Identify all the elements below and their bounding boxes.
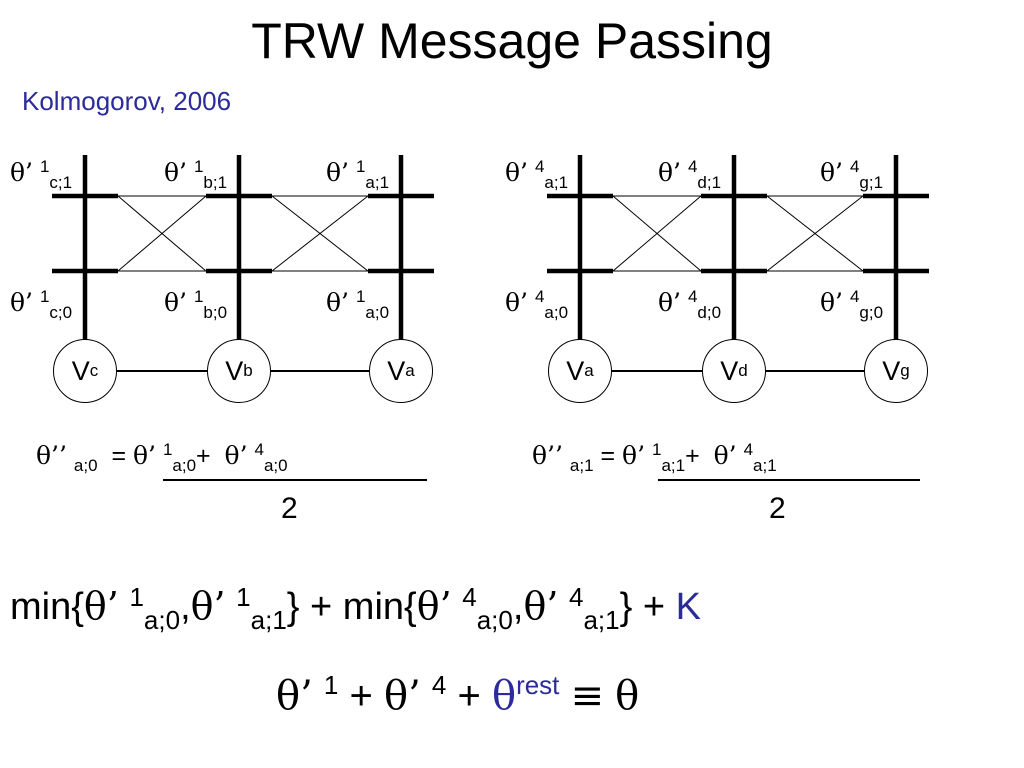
label-left-bottom-c: θ’ 1c;0 bbox=[10, 287, 73, 322]
min-expression: min{θ’ 1a;0,θ’ 1a;1} + min{θ’ 4a;0,θ’ 4a… bbox=[10, 582, 701, 635]
constant-k: K bbox=[675, 586, 701, 628]
label-left-top-a: θ’ 1a;1 bbox=[326, 157, 390, 192]
equation-right: θ’’ a;1 = θ’ 1a;1+ θ’ 4a;1 bbox=[532, 440, 777, 475]
tree-left-graph bbox=[52, 155, 434, 372]
equation-left: θ’’ a;0 = θ’ 1a;0+ θ’ 4a;0 bbox=[36, 440, 288, 475]
label-right-top-a: θ’ 4a;1 bbox=[505, 157, 569, 192]
label-right-bottom-d: θ’ 4d;0 bbox=[658, 287, 722, 322]
tree-left-graph-line-5 bbox=[271, 195, 369, 272]
label-right-bottom-a: θ’ 4a;0 bbox=[505, 287, 569, 322]
tree-right-graph-line-5 bbox=[766, 195, 864, 272]
final-expression: θ’ 1 + θ’ 4 + θrest ≡ θ bbox=[276, 670, 640, 719]
label-left-top-c: θ’ 1c;1 bbox=[10, 157, 73, 192]
slide-title: TRW Message Passing bbox=[251, 13, 773, 69]
fraction-bar-left bbox=[163, 479, 427, 481]
tree-right-graph bbox=[547, 155, 929, 372]
denominator-left: 2 bbox=[281, 492, 298, 525]
label-right-top-d: θ’ 4d;1 bbox=[658, 157, 722, 192]
fraction-bar-right bbox=[658, 479, 920, 481]
label-right-top-g: θ’ 4g;1 bbox=[820, 157, 884, 192]
label-left-bottom-b: θ’ 1b;0 bbox=[164, 287, 228, 322]
label-left-top-b: θ’ 1b;1 bbox=[164, 157, 228, 192]
denominator-right: 2 bbox=[769, 492, 786, 525]
label-right-bottom-g: θ’ 4g;0 bbox=[820, 287, 884, 322]
tree-right-graph-line-1 bbox=[612, 195, 702, 272]
author-citation: Kolmogorov, 2006 bbox=[22, 86, 232, 116]
tree-left-graph-line-1 bbox=[117, 195, 207, 272]
label-left-bottom-a: θ’ 1a;0 bbox=[326, 287, 390, 322]
